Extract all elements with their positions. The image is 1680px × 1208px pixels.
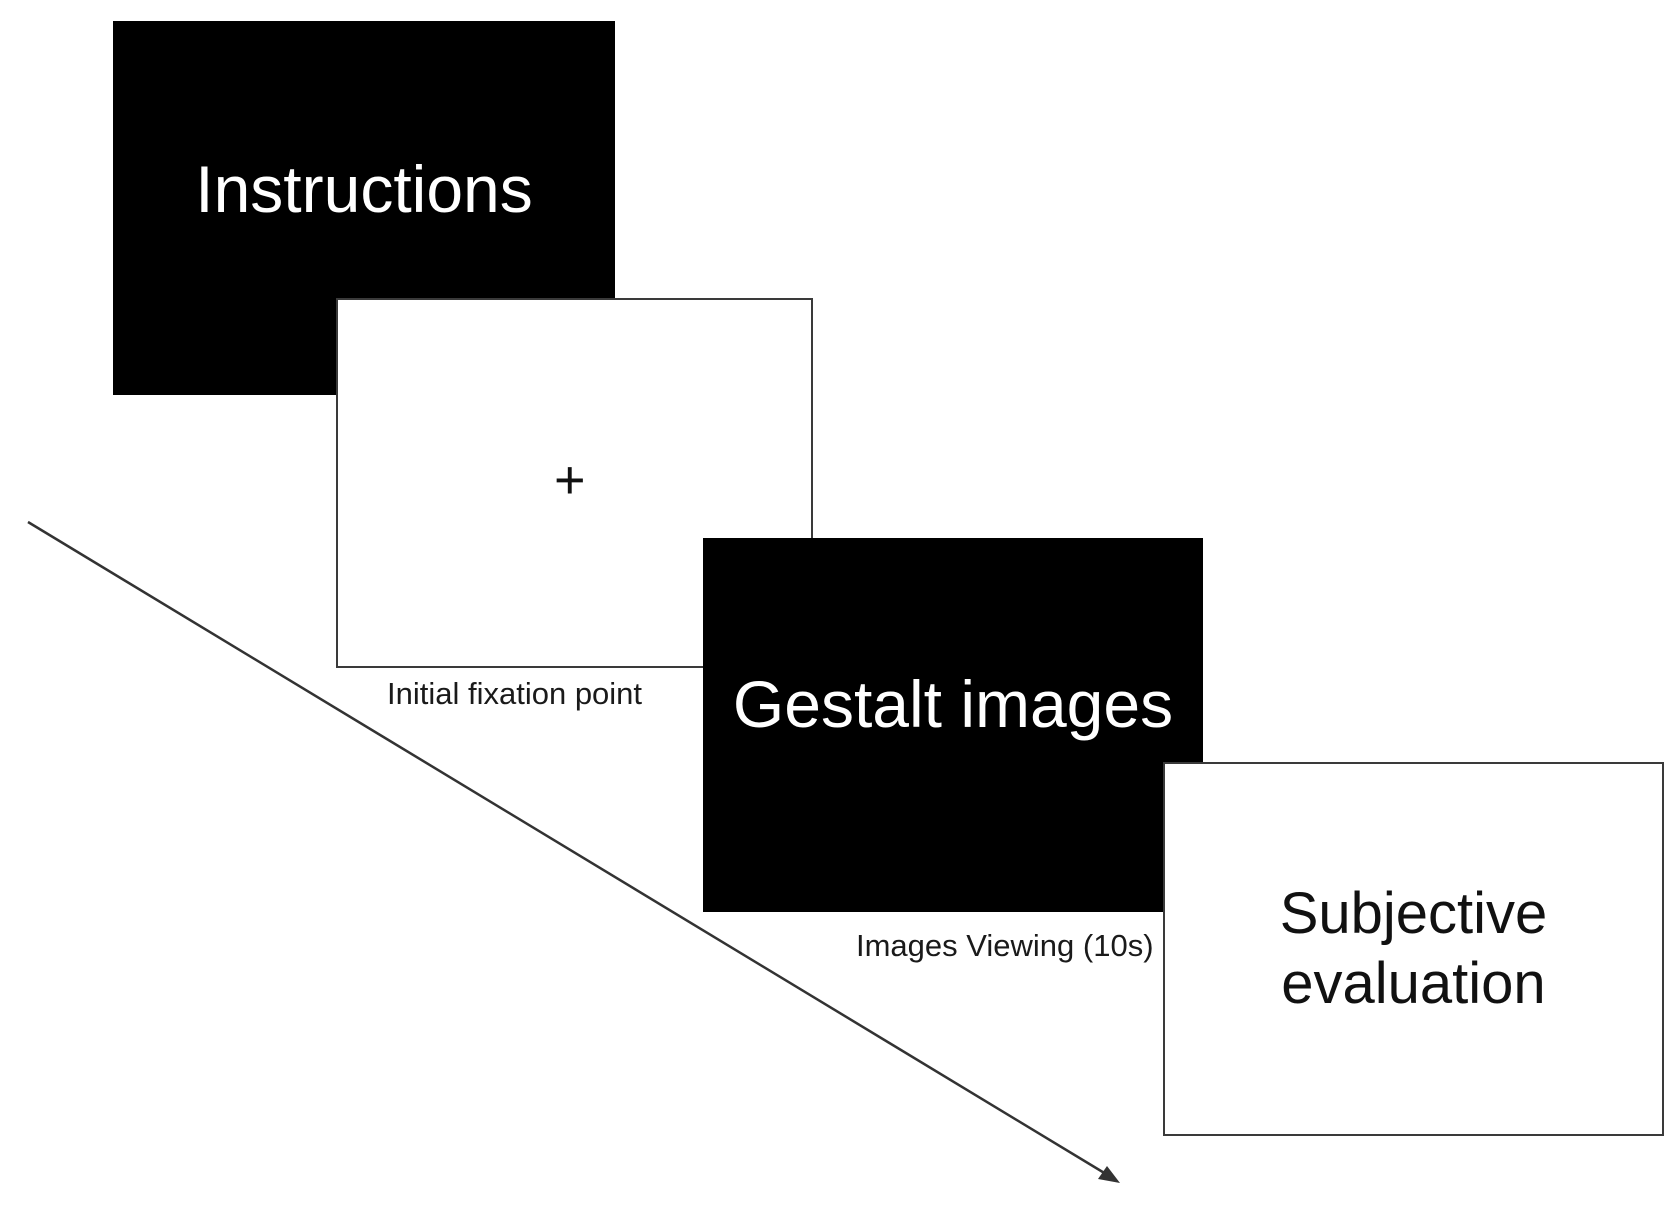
gestalt-images-label: Gestalt images (732, 667, 1174, 741)
subjective-evaluation-screen: Subjective evaluation (1163, 762, 1664, 1136)
gestalt-images-screen: Gestalt images (703, 538, 1203, 912)
subjective-evaluation-label: Subjective evaluation (1279, 881, 1548, 1016)
fixation-cross: + (554, 450, 586, 510)
fixation-caption: Initial fixation point (387, 676, 643, 711)
viewing-caption: Images Viewing (10s) (856, 928, 1154, 963)
instructions-label: Instructions (195, 152, 533, 226)
timeline-arrowhead (1098, 1166, 1120, 1183)
